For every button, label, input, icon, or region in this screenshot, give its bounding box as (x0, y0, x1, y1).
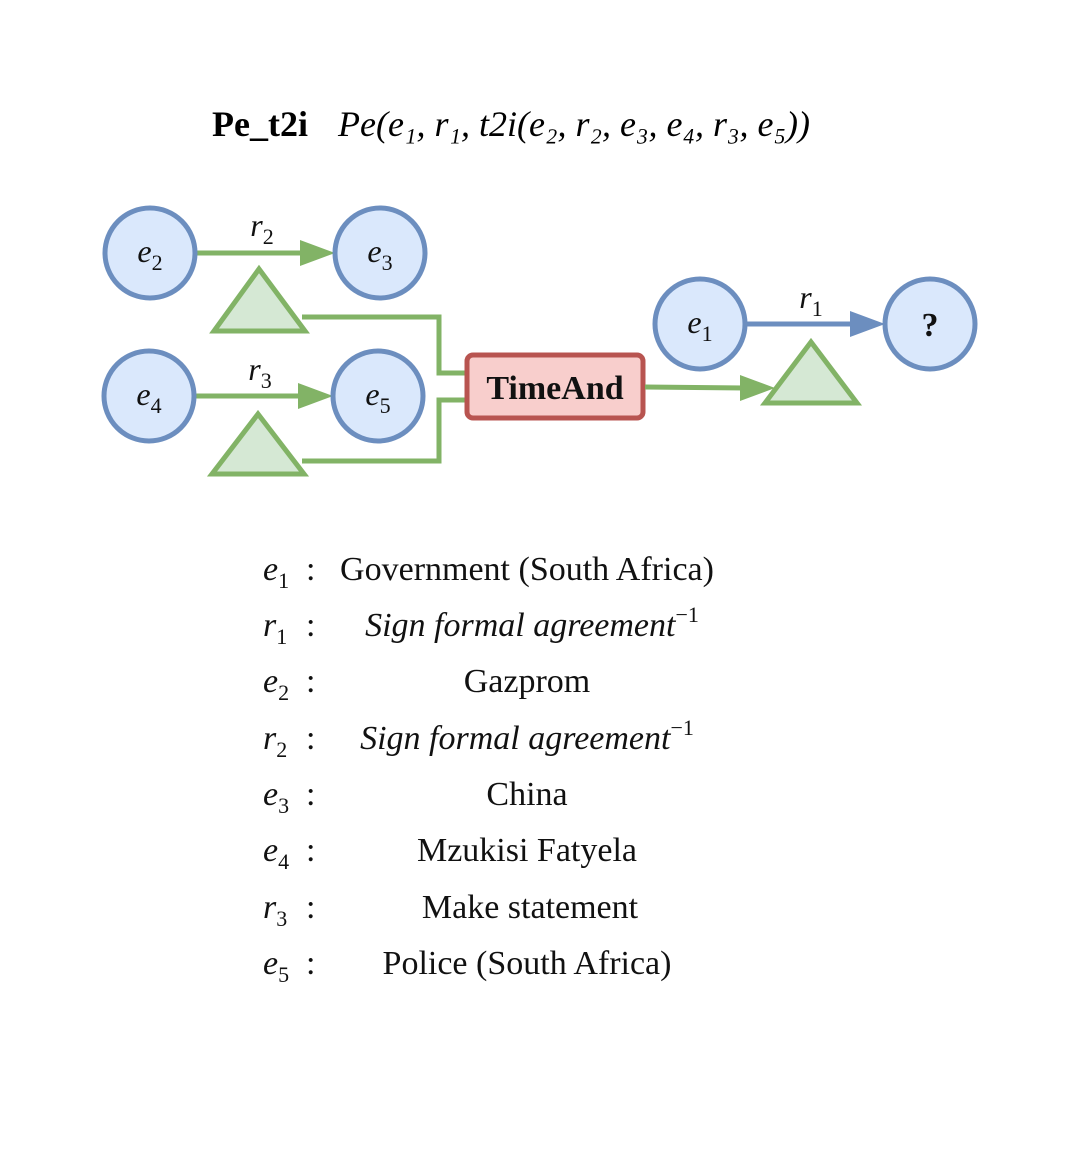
legend-colon: : (306, 551, 315, 588)
legend-value: Police (South Africa) (383, 945, 672, 982)
legend-symbol: e2 (263, 663, 289, 705)
legend-value: Gazprom (464, 663, 591, 700)
legend-colon: : (306, 720, 315, 757)
edge-timeand-to-projection (644, 384, 746, 391)
edge-timeand-arrowhead (740, 375, 775, 401)
entity-node-e4 (101, 348, 197, 444)
connector-top-to-timeand (302, 314, 466, 376)
entity-label-e3: e3 (367, 233, 392, 275)
timeand-operator-box (464, 352, 646, 421)
legend: e1: Government (South Africa) r1: Sign form… (263, 551, 714, 987)
legend-colon: : (306, 945, 315, 982)
entity-node-e1 (652, 276, 748, 372)
legend-value: Sign formal agreement−1 (365, 602, 699, 644)
legend-colon: : (306, 663, 315, 700)
legend-symbol: r1 (263, 607, 287, 649)
legend-colon: : (306, 607, 315, 644)
projection-triangle-r2 (209, 264, 310, 334)
edge-r1-arrowhead (850, 311, 885, 337)
legend-symbol: e3 (263, 776, 289, 818)
query-name: Pe_t2i (212, 104, 308, 144)
legend-colon: : (306, 832, 315, 869)
connector-bottom-to-timeand (302, 397, 466, 464)
timeand-operator-label: TimeAnd (486, 370, 623, 407)
projection-triangle-r1 (759, 337, 863, 406)
entity-node-e3 (332, 205, 428, 301)
answer-node-label: ? (922, 307, 939, 344)
legend-symbol: e4 (263, 832, 289, 874)
edge-r1-label: r1 (799, 279, 822, 321)
legend-symbol: r2 (263, 720, 287, 762)
answer-node (882, 276, 978, 372)
entity-label-e1: e1 (687, 304, 712, 346)
entity-node-e5 (330, 348, 426, 444)
legend-colon: : (306, 889, 315, 926)
edge-r3-arrowhead (298, 383, 333, 409)
legend-value: Make statement (422, 889, 639, 926)
entity-label-e4: e4 (136, 376, 161, 418)
legend-value: Mzukisi Fatyela (417, 832, 637, 869)
entity-label-e2: e2 (137, 233, 162, 275)
legend-value: China (486, 776, 567, 813)
edge-r2-label: r2 (250, 207, 273, 249)
legend-symbol: e5 (263, 945, 289, 987)
entity-node-e2 (102, 205, 198, 301)
entity-label-e5: e5 (365, 376, 390, 418)
legend-symbol: r3 (263, 889, 287, 931)
legend-symbol: e1 (263, 551, 289, 593)
legend-value: Government (South Africa) (340, 551, 714, 588)
projection-triangle-r3 (206, 409, 310, 477)
legend-colon: : (306, 776, 315, 813)
edge-r2-arrowhead (300, 240, 335, 266)
edge-r3-label: r3 (248, 351, 271, 393)
legend-value: Sign formal agreement−1 (360, 715, 694, 757)
query-formula: Pe(e₁, r₁, t2i(e₂, r₂, e₃, e₄, r₃, e₅)) (337, 104, 810, 144)
